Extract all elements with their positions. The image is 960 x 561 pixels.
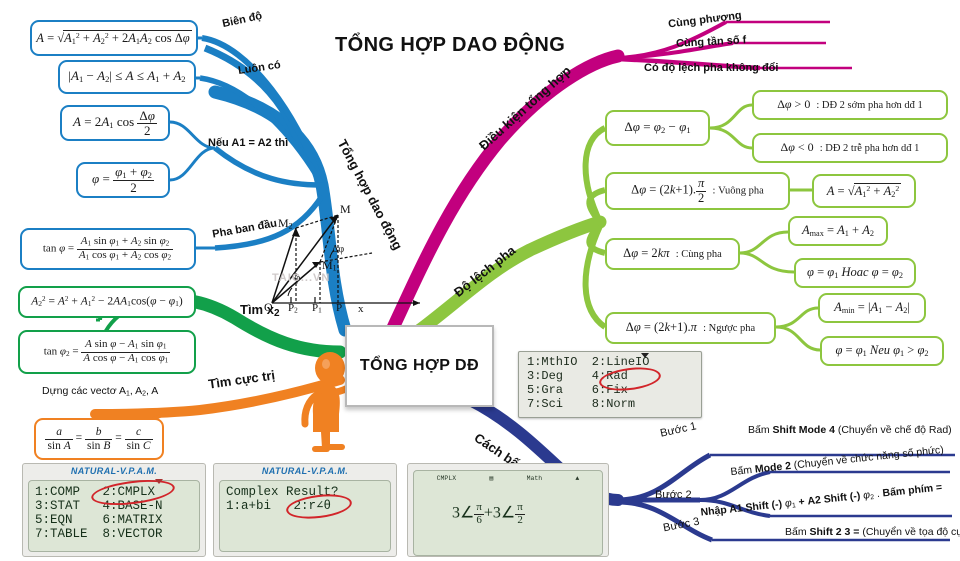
- complex-row-1: Complex Result?: [226, 485, 339, 499]
- vector-label-M2: M2: [278, 216, 293, 231]
- node-amplitude-formula[interactable]: A = √A12 + A22 + 2A1A2 cos Δφ: [30, 20, 198, 56]
- cursor-arrow-icon: [641, 353, 649, 358]
- setup-row-2: 3:Deg 4:Rad: [527, 368, 628, 383]
- node-amax[interactable]: Amax = A1 + A2: [788, 216, 888, 246]
- node-anti-phase[interactable]: Δφ = (2k+1).π : Ngược pha: [605, 312, 776, 344]
- calculator-mode-menu: NATURAL-V.P.A.M. 1:COMP 2:CMPLX 3:STAT 4…: [22, 463, 206, 557]
- node-delta-phi-positive[interactable]: Δφ > 0 : DĐ 2 sớm pha hơn dđ 1: [752, 90, 948, 120]
- vector-label-P1: P1: [312, 302, 322, 315]
- vector-label-P2: P2: [288, 302, 298, 315]
- node-phase-in-phase[interactable]: φ = φ1 Hoac φ = φ2: [794, 258, 916, 288]
- branch-label-tim-cuc-tri: Tìm cực trị: [207, 367, 276, 392]
- vector-label-x: x: [358, 303, 364, 315]
- mode-row-1: 1:COMP 2:CMPLX: [35, 485, 156, 499]
- label-pha-ban-dau: Pha ban đầu: [211, 217, 278, 241]
- step2-instruction-b: Nhập A1 Shift (-) φ1 + A2 Shift (-) φ2 .…: [700, 481, 943, 519]
- mode-row-3: 5:EQN 6:MATRIX: [35, 513, 163, 527]
- calc-brand-2: NATURAL-V.P.A.M.: [261, 466, 349, 476]
- setup-row-1: 1:MthIO 2:LineIO: [527, 355, 650, 369]
- node-amplitude-range[interactable]: |A1 − A2| ≤ A ≤ A1 + A2: [58, 60, 196, 94]
- mode-row-4: 7:TABLE 8:VECTOR: [35, 527, 163, 541]
- status-icon: ▤: [489, 475, 494, 482]
- vector-label-delta-phi: Δφ: [332, 244, 345, 255]
- status-cmplx: CMPLX: [436, 475, 457, 482]
- step1-instruction: Bấm Shift Mode 4 (Chuyển về chế độ Rad): [748, 424, 952, 436]
- branch-label-tim-x2: Tìm x2: [240, 302, 280, 320]
- label-cung-phuong: Cùng phương: [667, 9, 743, 31]
- label-buoc-1: Bước 1: [659, 420, 698, 440]
- node-in-phase[interactable]: Δφ = 2kπ : Cùng pha: [605, 238, 740, 270]
- vector-label-P: P: [336, 302, 343, 314]
- node-delta-phi-negative[interactable]: Δφ < 0 : DĐ 2 trễ pha hơn dđ 1: [752, 133, 948, 163]
- label-do-lech-pha-khong-doi: Có độ lệch pha không đổi: [644, 62, 779, 74]
- branch-label-tong-hop-dao-dong: Tổng hợp dao động: [334, 137, 406, 253]
- calculator-setup-menu: 1:MthIO 2:LineIO 3:Deg 4:Rad 5:Gra 6:Fix…: [518, 351, 702, 418]
- label-cung-tan-so: Cùng tần số f: [675, 34, 747, 50]
- cursor-arrow-icon-2: [155, 479, 163, 484]
- node-delta-phi-def[interactable]: Δφ = φ2 − φ1: [605, 110, 710, 146]
- node-amin[interactable]: Amin = |A1 − A2|: [818, 293, 926, 323]
- label-bien-do: Biên độ: [221, 9, 264, 31]
- complex-row-2: 1:a+bi 2:r∠θ: [226, 499, 332, 513]
- setup-row-4: 7:Sci 8:Norm: [527, 396, 636, 411]
- center-node[interactable]: TỔNG HỢP DĐ: [345, 325, 494, 407]
- calculator-complex-result: NATURAL-V.P.A.M. Complex Result? 1:a+bi …: [213, 463, 397, 557]
- vector-label-phi: φ: [294, 272, 301, 284]
- label-dung-cac-vecto: Dựng các vectơ A1, A2, A: [42, 385, 159, 398]
- calculator-result-screen: CMPLX ▤ Math ▲ 3∠π6+3∠π2 3√3∠13π: [407, 463, 609, 557]
- page-title: TỔNG HỢP DAO ĐỘNG: [335, 34, 566, 56]
- branch-label-dieu-kien-tong-hop: Điều kiện tổng hợp: [476, 62, 574, 154]
- step2-instruction-a: Bấm Mode 2 (Chuyển về chức năng số phức): [729, 443, 945, 479]
- label-buoc-3: Bước 3: [662, 515, 701, 535]
- vector-label-M: M: [340, 202, 351, 216]
- label-neu-a1-a2: Nếu A1 = A2 thì: [208, 137, 289, 149]
- setup-row-3: 5:Gra 6:Fix: [527, 382, 628, 397]
- node-a2-squared[interactable]: A22 = A2 + A12 − 2AA1cos(φ − φ1): [18, 286, 196, 318]
- branch-label-do-lech-pha: Độ lệch pha: [451, 242, 519, 300]
- status-up-icon: ▲: [575, 475, 580, 482]
- status-math: Math: [526, 475, 543, 482]
- watermark: TAIC...VN: [272, 272, 331, 284]
- mode-row-2: 3:STAT 4:BASE-N: [35, 499, 163, 513]
- vector-label-M1: M1: [322, 258, 337, 273]
- vector-label-O: O: [264, 300, 273, 314]
- center-node-label: TỔNG HỢP DĐ: [359, 357, 480, 374]
- label-luon-co: Luôn có: [237, 59, 282, 77]
- node-quadrature-amplitude[interactable]: A = √A12 + A22: [812, 174, 916, 208]
- node-phase-anti-phase[interactable]: φ = φ1 Neu φ1 > φ2: [820, 336, 944, 366]
- result-output: 3√3∠13π: [420, 548, 596, 556]
- label-buoc-2: Bước 2: [655, 489, 692, 501]
- step3-instruction: Bấm Shift 2 3 = (Chuyển về tọa độ cực): [785, 526, 960, 538]
- calc-brand-1: NATURAL-V.P.A.M.: [70, 466, 158, 476]
